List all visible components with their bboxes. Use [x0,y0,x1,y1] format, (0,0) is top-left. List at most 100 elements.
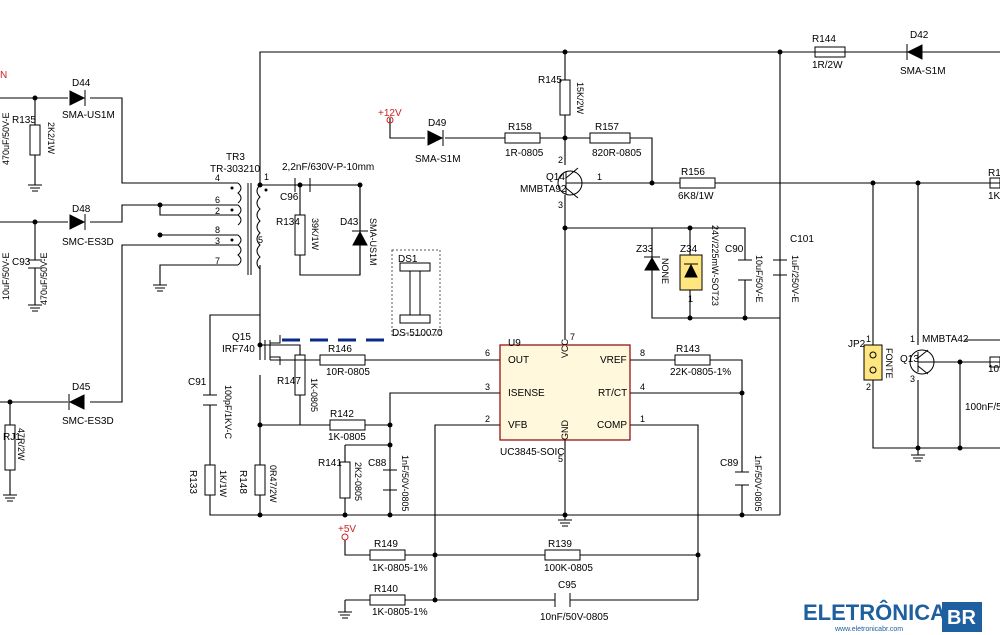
svg-text:C90: C90 [725,244,744,255]
svg-text:1K-0805-1%: 1K-0805-1% [372,607,428,618]
svg-text:6K8/1W: 6K8/1W [678,191,714,202]
svg-text:39K/1W: 39K/1W [310,218,320,251]
svg-text:10nF/50V-0805: 10nF/50V-0805 [540,612,609,623]
svg-text:R142: R142 [330,409,354,420]
svg-text:FONTE: FONTE [884,348,894,379]
svg-text:R141: R141 [318,458,342,469]
svg-text:1: 1 [910,334,915,344]
svg-text:3: 3 [910,374,915,384]
svg-text:1K/1W: 1K/1W [218,470,228,498]
ds1-part [391,249,441,336]
svg-text:DS1: DS1 [398,254,418,265]
diode-d45 [68,394,85,410]
svg-text:C89: C89 [720,458,739,469]
ic-u9 [499,344,631,441]
svg-text:C95: C95 [558,580,577,591]
svg-text:GND: GND [560,420,570,441]
svg-text:1: 1 [640,414,645,424]
svg-text:UC3845-SOIC: UC3845-SOIC [500,447,564,458]
svg-text:U9: U9 [508,338,521,349]
transistor-q13 [909,349,935,375]
svg-text:R157: R157 [595,122,619,133]
svg-text:R156: R156 [681,167,705,178]
svg-text:1K-0805: 1K-0805 [328,432,366,443]
svg-text:1: 1 [688,294,693,304]
svg-text:R143: R143 [676,344,700,355]
svg-text:1K-0805: 1K-0805 [309,378,319,412]
svg-text:TR-303210: TR-303210 [210,164,260,175]
zener-z33 [644,242,660,285]
svg-text:OUT: OUT [508,355,529,366]
wires [0,51,1000,612]
svg-text:www.eletronicabr.com: www.eletronicabr.com [834,626,903,633]
svg-text:JP2: JP2 [848,339,866,350]
svg-text:VCC: VCC [560,338,570,358]
svg-text:R146: R146 [328,344,352,355]
svg-text:NONE: NONE [660,258,670,284]
svg-text:D44: D44 [72,78,91,89]
svg-text:R149: R149 [374,539,398,550]
svg-text:1: 1 [597,172,602,182]
svg-text:SMC-ES3D: SMC-ES3D [62,237,114,248]
svg-text:C101: C101 [790,234,814,245]
svg-text:C88: C88 [368,458,387,469]
svg-text:8: 8 [640,348,645,358]
svg-text:3: 3 [215,236,220,246]
svg-text:ISENSE: ISENSE [508,388,545,399]
svg-text:2K2/1W: 2K2/1W [46,122,56,155]
svg-text:2: 2 [866,382,871,392]
svg-text:8: 8 [215,225,220,235]
svg-text:5: 5 [558,454,563,464]
svg-text:R140: R140 [374,584,398,595]
svg-text:R145: R145 [538,75,562,86]
svg-text:D48: D48 [72,204,91,215]
svg-text:1K-0805-1%: 1K-0805-1% [372,563,428,574]
svg-text:SMC-ES3D: SMC-ES3D [62,416,114,427]
transformer-tr3 [230,182,268,275]
resistors [4,46,1000,606]
diode-d48 [69,214,86,230]
diode-d49 [427,130,444,146]
svg-text:R158: R158 [508,122,532,133]
svg-text:R134: R134 [276,217,300,228]
svg-text:1K: 1K [988,191,1000,202]
svg-text:VFB: VFB [508,420,528,431]
svg-text:22K-0805-1%: 22K-0805-1% [670,367,731,378]
svg-text:R144: R144 [812,34,836,45]
power-symbols [341,116,394,541]
svg-text:Q13: Q13 [900,354,919,365]
svg-text:100nF/50: 100nF/50 [965,402,1000,413]
junction-dots [7,49,963,603]
svg-text:RJ1: RJ1 [3,432,21,443]
svg-text:Q14: Q14 [546,172,565,183]
svg-text:SMA-S1M: SMA-S1M [900,66,946,77]
svg-text:1uF/250V-E: 1uF/250V-E [790,255,800,303]
svg-text:1: 1 [264,172,269,182]
mosfet-q15 [264,335,281,365]
svg-text:R139: R139 [548,539,572,550]
svg-text:VREF: VREF [600,355,627,366]
svg-text:3: 3 [485,382,490,392]
svg-text:ELETRÔNICA: ELETRÔNICA [803,600,946,625]
svg-text:100pF/1KV-C: 100pF/1KV-C [223,385,233,440]
svg-text:C91: C91 [188,377,207,388]
svg-text:SMA-US1M: SMA-US1M [368,218,378,266]
svg-text:D45: D45 [72,382,91,393]
svg-text:+12V: +12V [378,108,402,119]
svg-text:RT/CT: RT/CT [598,388,627,399]
svg-text:7: 7 [570,332,575,342]
svg-text:D49: D49 [428,118,447,129]
diode-d42 [906,44,923,60]
svg-text:6: 6 [485,348,490,358]
svg-text:MMBTA92: MMBTA92 [520,184,567,195]
svg-text:R135: R135 [12,115,36,126]
svg-text:Q15: Q15 [232,332,251,343]
svg-text:BR: BR [947,607,976,629]
svg-text:4: 4 [215,173,220,183]
svg-text:R133: R133 [187,470,198,494]
svg-text:10R-0805: 10R-0805 [326,367,370,378]
svg-text:10K: 10K [988,364,1000,375]
svg-text:SMA-S1M: SMA-S1M [415,154,461,165]
svg-text:4: 4 [640,382,645,392]
